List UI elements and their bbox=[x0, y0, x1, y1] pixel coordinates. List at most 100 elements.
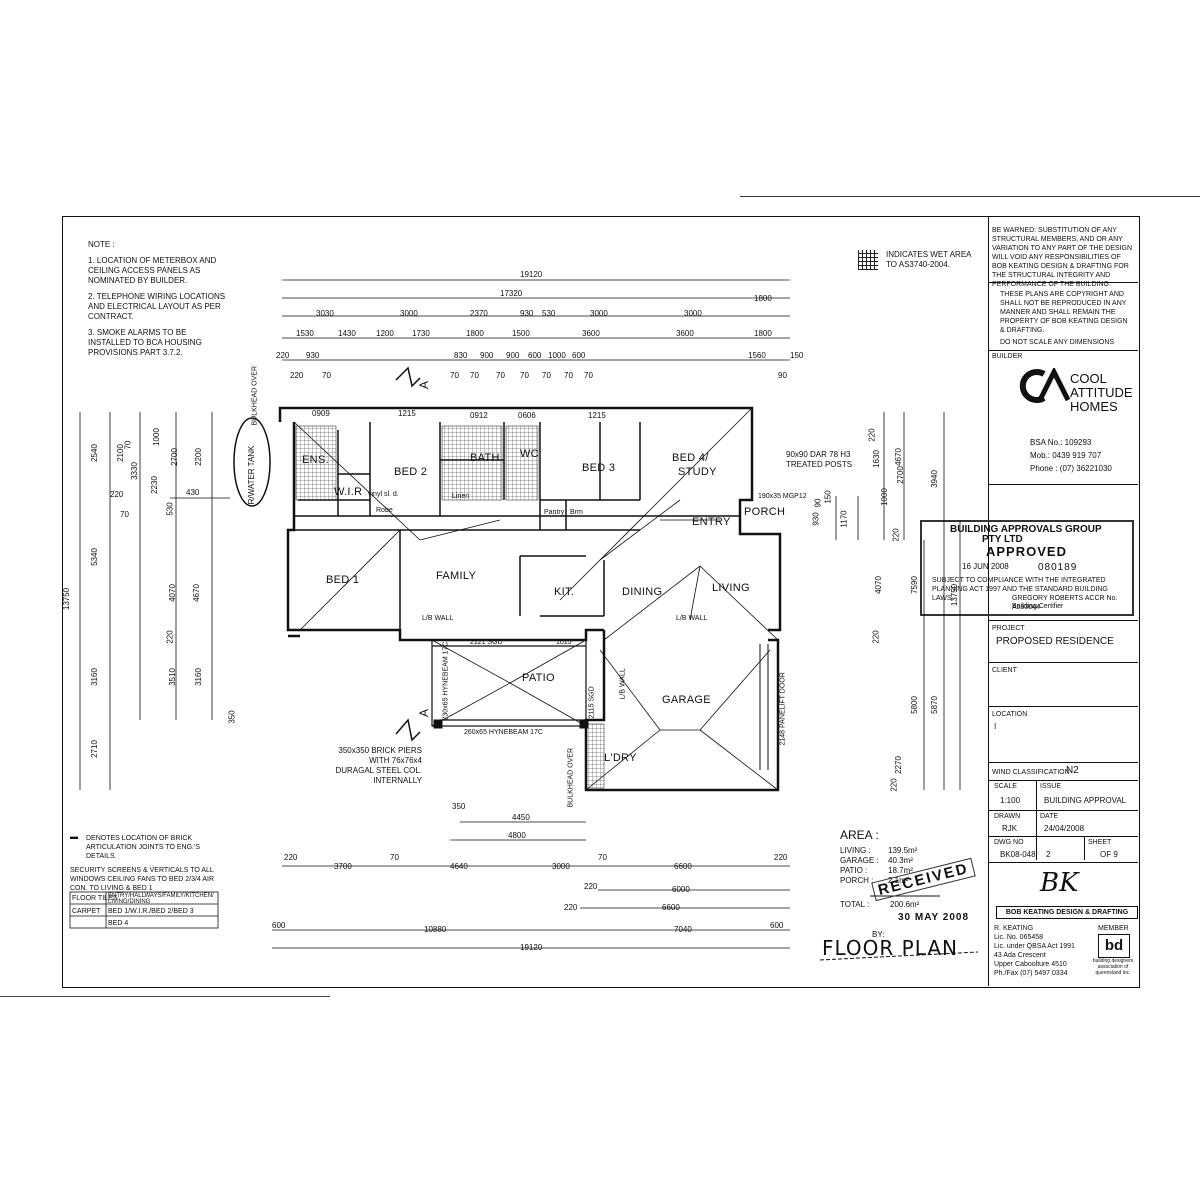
dwg-label: DWG NO bbox=[994, 839, 1024, 846]
ca-logo-icon bbox=[1019, 366, 1071, 403]
approval-certifier-role: Building Certifier bbox=[1012, 603, 1064, 610]
room-label-wir: W.I.R bbox=[334, 486, 363, 498]
room-label-entry: ENTRY bbox=[692, 516, 731, 528]
finish-label: FLOOR TILES bbox=[72, 895, 118, 902]
door-1015-label: 1015 bbox=[556, 639, 572, 646]
vinyl-door-label: vinyl sl. d. bbox=[368, 491, 399, 498]
dim-top: 3600 bbox=[676, 329, 694, 338]
dim-right: 7590 bbox=[909, 576, 919, 594]
dim-left: 70 bbox=[120, 510, 129, 519]
tb-divider bbox=[988, 350, 1138, 351]
dim-left: 220 bbox=[165, 630, 175, 644]
dim-top: 600 bbox=[572, 351, 586, 360]
designer-lic1: Lic. No. 065458 bbox=[994, 934, 1044, 941]
broom-label: Brm bbox=[570, 509, 583, 516]
right-dimension-lines bbox=[835, 412, 961, 790]
dwg-value: BK08-048 bbox=[1000, 850, 1036, 859]
area-value: 2.1m² bbox=[888, 876, 909, 885]
dim-bottom: 6600 bbox=[662, 903, 680, 912]
dim-top: 17320 bbox=[500, 289, 523, 298]
security-note: SECURITY SCREENS & VERTICALS TO ALL WIND… bbox=[70, 867, 215, 892]
dim-bottom: 220 bbox=[584, 882, 598, 891]
tb-divider bbox=[988, 706, 1138, 707]
piers-label: 350x350 BRICK PIERS WITH 76x76x4 DURAGAL… bbox=[335, 746, 422, 785]
section-marker: A bbox=[417, 380, 432, 390]
room-label-study: STUDY bbox=[678, 466, 717, 478]
dim-right: 13750 bbox=[950, 583, 960, 607]
area-table: LIVING :139.5m² GARAGE :40.3m² PATIO :18… bbox=[840, 846, 917, 886]
dim-top: 1800 bbox=[754, 329, 772, 338]
dim-right: 2270 bbox=[893, 756, 903, 774]
left-dimension-lines bbox=[79, 412, 230, 790]
wind-label: WIND CLASSIFICATION bbox=[992, 769, 1070, 776]
dim-left: 350 bbox=[227, 710, 237, 724]
sheet-value: 2 bbox=[1046, 850, 1051, 859]
approval-compliance: SUBJECT TO COMPLIANCE WITH THE INTEGRATE… bbox=[932, 577, 1108, 602]
dim-top: 70 bbox=[542, 371, 551, 380]
robe-label: Robe bbox=[376, 507, 393, 514]
section-arrow-icon bbox=[395, 718, 421, 742]
dim-top: 600 bbox=[528, 351, 542, 360]
area-label: GARAGE : bbox=[840, 856, 879, 865]
area-value: 18.7m² bbox=[888, 866, 913, 875]
section-marker: A bbox=[417, 708, 432, 718]
member-label: MEMBER bbox=[1098, 925, 1129, 932]
dim-top: 3600 bbox=[582, 329, 600, 338]
dim-bottom: 4450 bbox=[512, 813, 530, 822]
dim-top: 1200 bbox=[376, 329, 394, 338]
sgd-label: 2115 SGD bbox=[588, 686, 596, 719]
dim-right: 90 bbox=[813, 498, 823, 508]
project-value: PROPOSED RESIDENCE bbox=[996, 636, 1114, 647]
note-item: 2. TELEPHONE WIRING LOCATIONS AND ELECTR… bbox=[88, 292, 226, 321]
tb-divider bbox=[988, 620, 1138, 621]
dim-right: 220 bbox=[871, 630, 881, 644]
bottom-dimension-lines bbox=[272, 821, 790, 949]
tb-divider bbox=[988, 282, 1138, 283]
dim-top: 3030 bbox=[316, 309, 334, 318]
dim-top: 930 bbox=[306, 351, 320, 360]
dim-bottom: 600 bbox=[272, 921, 286, 930]
dim-top: 1000 bbox=[548, 351, 566, 360]
dim-top: 70 bbox=[496, 371, 505, 380]
dim-top: 220 bbox=[276, 351, 290, 360]
finish-label: CARPET bbox=[72, 908, 101, 915]
copyright-text: THESE PLANS ARE COPYRIGHT AND SHALL NOT … bbox=[1000, 291, 1128, 334]
bulkhead-label: BULKHEAD OVER bbox=[567, 747, 575, 808]
dim-bottom: 6600 bbox=[674, 862, 692, 871]
pantry-label: Pantry bbox=[544, 509, 565, 516]
window-mark: 1215 bbox=[398, 409, 416, 418]
dim-top: 3000 bbox=[590, 309, 608, 318]
tb-divider bbox=[988, 780, 1138, 781]
room-label-patio: PATIO bbox=[522, 672, 555, 684]
dim-left: 4070 bbox=[167, 584, 177, 602]
dim-bottom: 70 bbox=[390, 853, 399, 862]
dim-right: 220 bbox=[889, 778, 899, 792]
received-by: BY: bbox=[872, 930, 885, 939]
approval-date: 16 JUN 2008 bbox=[962, 562, 1009, 571]
builder-contact: BSA No.: 109293 Mob.: 0439 919 707 Phone… bbox=[1030, 436, 1134, 475]
finish-value: BED 1/W.I.R./BED 2/BED 3 bbox=[108, 908, 194, 915]
area-label: PORCH : bbox=[840, 876, 874, 885]
project-label: PROJECT bbox=[992, 625, 1025, 632]
scale-label: SCALE bbox=[994, 783, 1017, 790]
dim-bottom: 6000 bbox=[672, 885, 690, 894]
dim-bottom: 70 bbox=[598, 853, 607, 862]
dim-bottom: 220 bbox=[774, 853, 788, 862]
dim-right: 1170 bbox=[839, 510, 849, 528]
dim-top: 2370 bbox=[470, 309, 488, 318]
area-label: PATIO : bbox=[840, 866, 868, 875]
dim-right: 1630 bbox=[871, 450, 881, 468]
dim-top: 150 bbox=[790, 351, 804, 360]
top-dimension-lines bbox=[282, 279, 790, 361]
designer-addr2: Upper Caboolture 4510 bbox=[994, 961, 1067, 968]
roof-hip-lines bbox=[293, 407, 779, 791]
approval-number: 080189 bbox=[1038, 562, 1078, 573]
dim-bottom: 3700 bbox=[334, 862, 352, 871]
notes-heading: NOTE : bbox=[88, 240, 115, 249]
articulation-joint-icon: ▬ bbox=[70, 832, 78, 841]
dim-left: 2700 bbox=[169, 448, 179, 466]
no-scale-text: DO NOT SCALE ANY DIMENSIONS bbox=[1000, 339, 1115, 346]
received-date: 30 MAY 2008 bbox=[898, 912, 970, 923]
window-mark: 0912 bbox=[470, 411, 488, 420]
dim-bottom: 220 bbox=[564, 903, 578, 912]
